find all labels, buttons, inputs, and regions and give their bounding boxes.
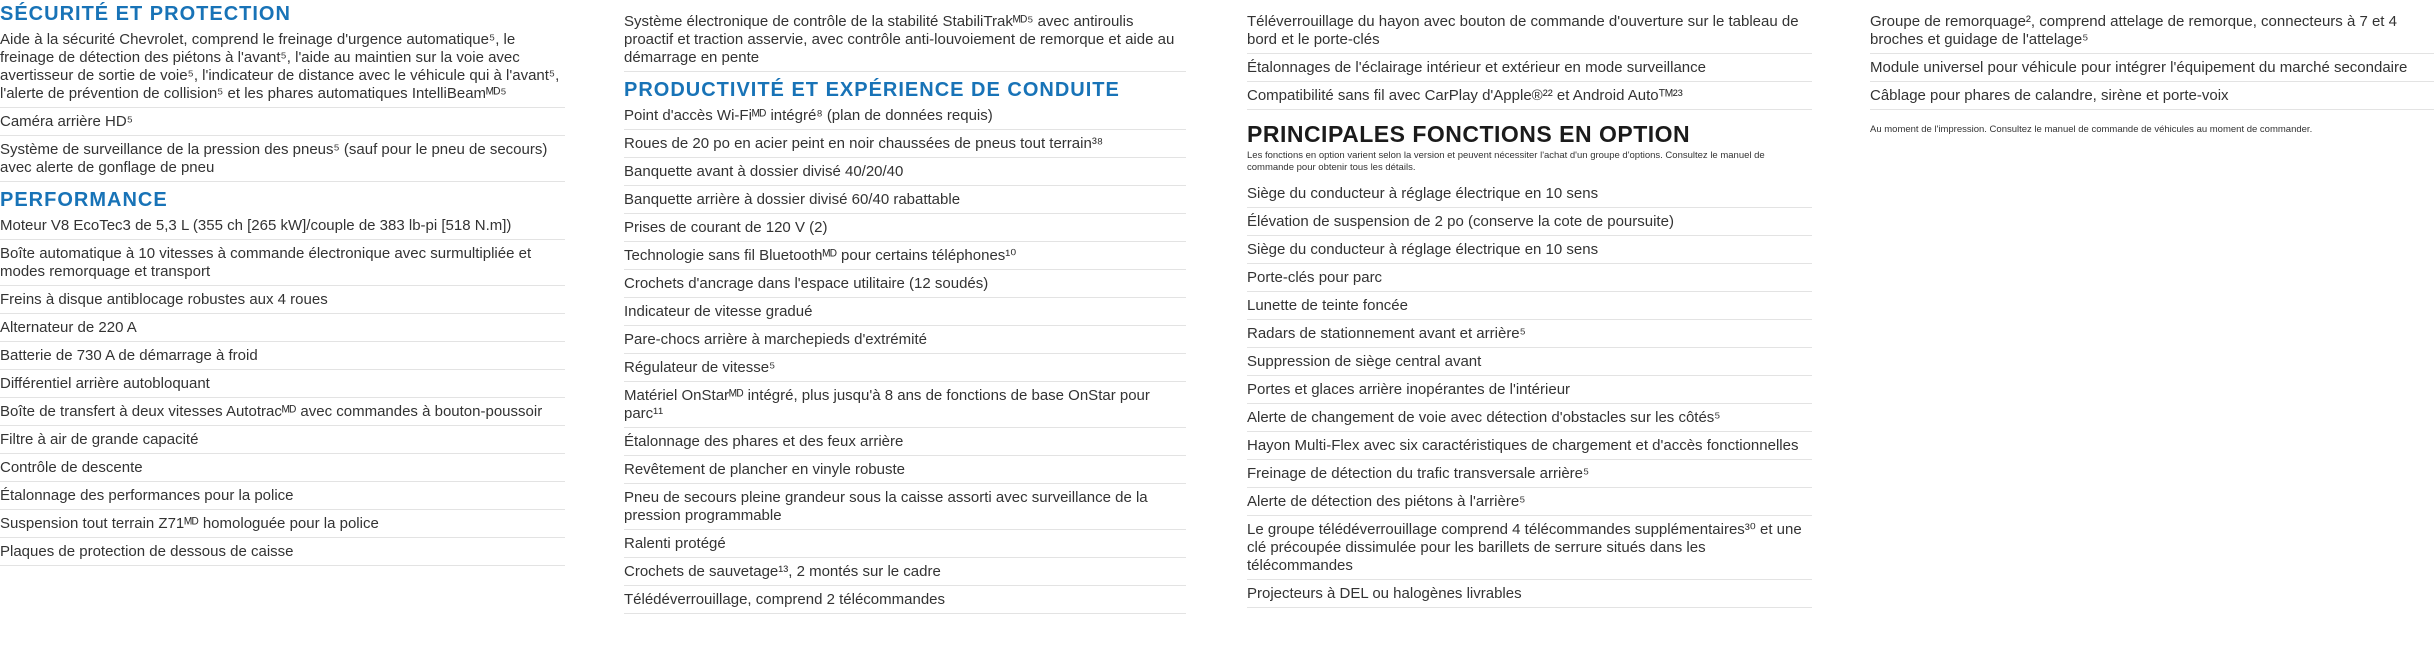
list-item: Freins à disque antiblocage robustes aux… — [0, 286, 565, 314]
list-item: Alerte de détection des piétons à l'arri… — [1247, 488, 1812, 516]
list-item: Crochets de sauvetage¹³, 2 montés sur le… — [624, 558, 1186, 586]
list-item: Radars de stationnement avant et arrière… — [1247, 320, 1812, 348]
section-title-driving: PRODUCTIVITÉ ET EXPÉRIENCE DE CONDUITE — [624, 79, 1120, 101]
list-item: Compatibilité sans fil avec CarPlay d'Ap… — [1247, 82, 1812, 110]
driving-list: Point d'accès Wi-Fiᴹᴰ intégré⁸ (plan de … — [624, 106, 1186, 614]
list-item: Pare-chocs arrière à marchepieds d'extré… — [624, 326, 1186, 354]
list-item: Alerte de changement de voie avec détect… — [1247, 404, 1812, 432]
list-item: Hayon Multi-Flex avec six caractéristiqu… — [1247, 432, 1812, 460]
section-title-options: PRINCIPALES FONCTIONS EN OPTION — [1247, 121, 1691, 147]
list-item: Câblage pour phares de calandre, sirène … — [1870, 82, 2434, 110]
list-item: Téléverrouillage du hayon avec bouton de… — [1247, 12, 1812, 54]
list-item: Moteur V8 EcoTec3 de 5,3 L (355 ch [265 … — [0, 216, 565, 240]
column-1: SÉCURITÉ ET PROTECTION Aide à la sécurit… — [0, 2, 565, 566]
list-item: Ralenti protégé — [624, 530, 1186, 558]
list-item: Batterie de 730 A de démarrage à froid — [0, 342, 565, 370]
list-item: Indicateur de vitesse gradué — [624, 298, 1186, 326]
stability-list: Système électronique de contrôle de la s… — [624, 2, 1186, 72]
list-item: Portes et glaces arrière inopérantes de … — [1247, 376, 1812, 404]
column-2: Système électronique de contrôle de la s… — [624, 2, 1186, 614]
list-item: Freinage de détection du trafic transver… — [1247, 460, 1812, 488]
footnote: Au moment de l'impression. Consultez le … — [1870, 124, 2313, 135]
section-title-safety: SÉCURITÉ ET PROTECTION — [0, 3, 291, 25]
section-title-performance: PERFORMANCE — [0, 189, 168, 211]
list-item: Caméra arrière HD⁵ — [0, 108, 565, 136]
options-list: Siège du conducteur à réglage électrique… — [1247, 184, 1812, 608]
safety-list: Aide à la sécurité Chevrolet, comprend l… — [0, 30, 565, 182]
column-4: Groupe de remorquage², comprend attelage… — [1870, 2, 2434, 136]
list-item: Banquette avant à dossier divisé 40/20/4… — [624, 158, 1186, 186]
options-continued-list: Groupe de remorquage², comprend attelage… — [1870, 2, 2434, 110]
list-item: Technologie sans fil Bluetoothᴹᴰ pour ce… — [624, 242, 1186, 270]
list-item: Plaques de protection de dessous de cais… — [0, 538, 565, 566]
list-item: Point d'accès Wi-Fiᴹᴰ intégré⁸ (plan de … — [624, 106, 1186, 130]
list-item: Aide à la sécurité Chevrolet, comprend l… — [0, 30, 565, 108]
list-item: Crochets d'ancrage dans l'espace utilita… — [624, 270, 1186, 298]
list-item: Prises de courant de 120 V (2) — [624, 214, 1186, 242]
list-item: Suppression de siège central avant — [1247, 348, 1812, 376]
options-note: Les fonctions en option varient selon la… — [1247, 150, 1765, 173]
list-item: Boîte de transfert à deux vitesses Autot… — [0, 398, 565, 426]
list-item: Siège du conducteur à réglage électrique… — [1247, 236, 1812, 264]
list-item: Groupe de remorquage², comprend attelage… — [1870, 12, 2434, 54]
list-item: Étalonnage des phares et des feux arrièr… — [624, 428, 1186, 456]
column-3: Téléverrouillage du hayon avec bouton de… — [1247, 2, 1812, 608]
list-item: Module universel pour véhicule pour inté… — [1870, 54, 2434, 82]
list-item: Matériel OnStarᴹᴰ intégré, plus jusqu'à … — [624, 382, 1186, 428]
list-item: Élévation de suspension de 2 po (conserv… — [1247, 208, 1812, 236]
list-item: Siège du conducteur à réglage électrique… — [1247, 184, 1812, 208]
list-item: Suspension tout terrain Z71ᴹᴰ homologuée… — [0, 510, 565, 538]
list-item: Revêtement de plancher en vinyle robuste — [624, 456, 1186, 484]
list-item: Projecteurs à DEL ou halogènes livrables — [1247, 580, 1812, 608]
list-item: Filtre à air de grande capacité — [0, 426, 565, 454]
list-item: Banquette arrière à dossier divisé 60/40… — [624, 186, 1186, 214]
list-item: Système de surveillance de la pression d… — [0, 136, 565, 182]
list-item: Différentiel arrière autobloquant — [0, 370, 565, 398]
list-item: Lunette de teinte foncée — [1247, 292, 1812, 320]
list-item: Alternateur de 220 A — [0, 314, 565, 342]
list-item: Système électronique de contrôle de la s… — [624, 12, 1186, 72]
performance-list: Moteur V8 EcoTec3 de 5,3 L (355 ch [265 … — [0, 216, 565, 566]
list-item: Étalonnages de l'éclairage intérieur et … — [1247, 54, 1812, 82]
list-item: Roues de 20 po en acier peint en noir ch… — [624, 130, 1186, 158]
list-item: Contrôle de descente — [0, 454, 565, 482]
list-item: Étalonnage des performances pour la poli… — [0, 482, 565, 510]
list-item: Régulateur de vitesse⁵ — [624, 354, 1186, 382]
features-list: Téléverrouillage du hayon avec bouton de… — [1247, 2, 1812, 110]
list-item: Le groupe télédéverrouillage comprend 4 … — [1247, 516, 1812, 580]
list-item: Boîte automatique à 10 vitesses à comman… — [0, 240, 565, 286]
list-item: Porte-clés pour parc — [1247, 264, 1812, 292]
list-item: Télédéverrouillage, comprend 2 télécomma… — [624, 586, 1186, 614]
list-item: Pneu de secours pleine grandeur sous la … — [624, 484, 1186, 530]
